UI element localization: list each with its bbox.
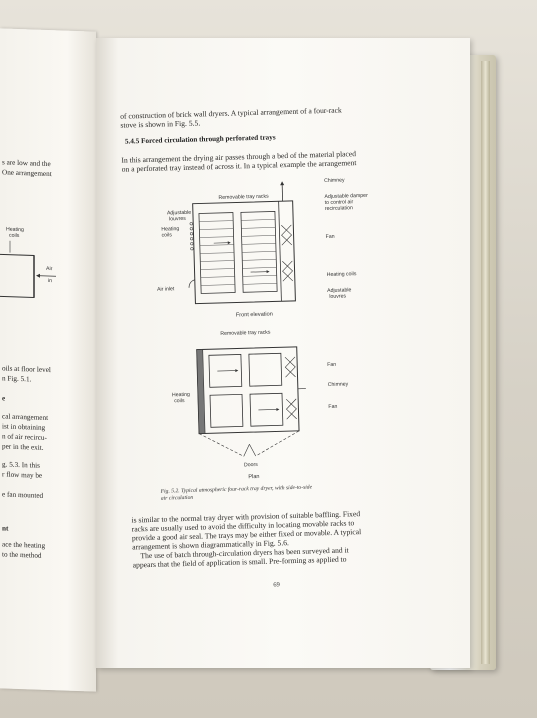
front-elevation-title: Front elevation [235,311,273,319]
front-label-adjustable-2: louvres [169,215,186,223]
left-figure-diagram [0,240,56,299]
left-text-line: One arrangement [2,168,52,179]
front-label-heating-coils-right: Heating coils [326,271,357,278]
right-page-content: of construction of brick wall dryers. A … [108,38,425,668]
plan-label-fan-bottom: Fan [328,403,338,410]
left-fig-label-coils: coils [9,232,20,240]
figure-caption-line: air circulation [160,494,194,502]
left-text-line: ace the heating [2,540,46,550]
plan-label-removable-racks: Removable tray racks [220,329,271,337]
plan-label-fan-top: Fan [327,361,337,369]
intro-text-line: of construction of brick wall dryers. A … [120,105,342,121]
page-number: 69 [273,581,280,589]
left-text-line: oils at floor level [2,364,51,375]
plan-label-doors: Doors [243,461,258,469]
left-text-line: to the method [2,550,42,560]
left-text-line: s are low and the [2,158,51,169]
left-text-line: g. 5.3. In this [2,460,40,470]
figure-caption-line: Fig. 5.2. Typical atmospheric four-rack … [160,484,313,495]
left-text-line: per in the exit. [2,442,44,452]
left-fig-label-in: in [48,278,53,285]
left-text-line: e fan mounted [2,490,44,500]
left-text-heading: nt [2,524,9,533]
front-label-damper-3: recirculation [324,205,353,213]
left-fig-label-air: Air [46,265,53,273]
front-label-heating-2: coils [161,232,173,239]
section-heading: 5.4.5 Forced circulation through perfora… [124,133,276,146]
left-text-line: cal arrangement [2,412,49,423]
front-label-air-inlet: Air inlet [156,286,175,293]
front-label-fan: Fan [325,233,335,240]
plan-diagram [196,346,306,457]
left-text-heading: e [2,394,6,403]
plan-title: Plan [248,473,260,481]
left-text-line: n Fig. 5.1. [2,374,32,384]
intro-text-line: stove is shown in Fig. 5.5. [120,118,201,130]
left-page: s are low and the One arrangement Heatin… [0,28,96,692]
left-text-line: ist in obtaining [2,422,46,432]
right-page: of construction of brick wall dryers. A … [96,38,470,668]
plan-label-chimney: Chimney [327,381,349,388]
plan-label-heating-2: coils [174,398,185,405]
front-label-chimney: Chimney [323,177,345,185]
front-elevation-diagram [188,181,296,305]
left-text-line: n of air recircu- [2,432,47,442]
left-text-line: r flow may be [2,470,43,480]
front-label-adj-louvres-r2: louvres [329,293,347,300]
